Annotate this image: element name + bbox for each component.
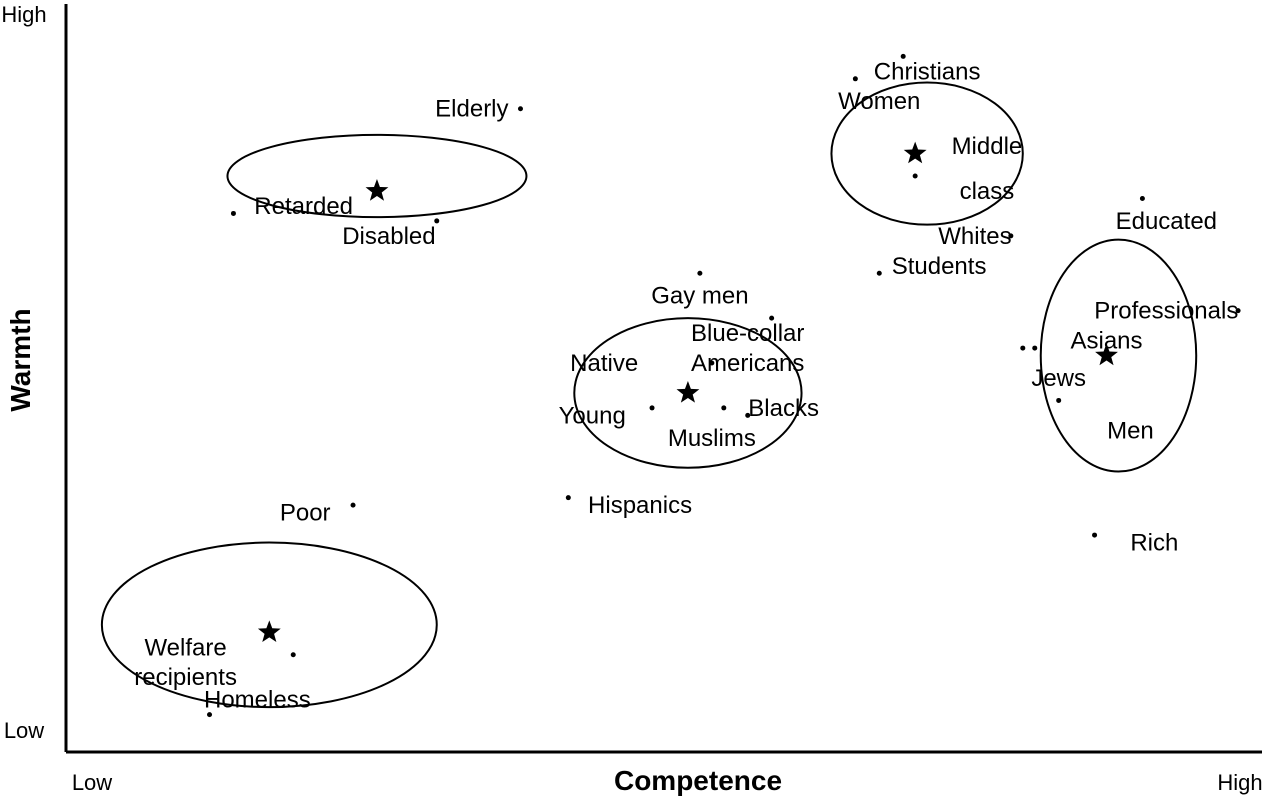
data-point bbox=[1020, 345, 1026, 351]
data-points bbox=[207, 53, 1241, 718]
data-point bbox=[900, 53, 906, 59]
data-point bbox=[1139, 195, 1145, 201]
group-label: Men bbox=[1107, 417, 1154, 444]
group-label: Christians bbox=[874, 58, 981, 85]
group-label: Elderly bbox=[435, 96, 508, 123]
group-label: Whites bbox=[938, 223, 1011, 250]
data-point bbox=[350, 502, 356, 508]
group-label: Poor bbox=[280, 500, 331, 527]
group-label: recipients bbox=[134, 664, 237, 691]
data-point bbox=[290, 652, 296, 658]
cluster-ellipse bbox=[226, 133, 528, 219]
x-low-label: Low bbox=[72, 770, 112, 795]
group-label: Native bbox=[570, 350, 638, 377]
data-point bbox=[852, 76, 858, 82]
cluster-ellipse bbox=[100, 541, 438, 709]
data-point bbox=[230, 210, 236, 216]
x-high-label: High bbox=[1217, 770, 1262, 795]
group-label: Students bbox=[892, 253, 987, 280]
group-label: Welfare bbox=[144, 634, 226, 661]
data-point bbox=[876, 270, 882, 276]
group-label: Jews bbox=[1031, 365, 1086, 392]
data-point bbox=[745, 412, 751, 418]
group-label: Women bbox=[838, 88, 920, 115]
group-label: Asians bbox=[1070, 328, 1142, 355]
group-label: Muslims bbox=[668, 425, 756, 452]
centroid-star bbox=[365, 179, 389, 201]
y-low-label: Low bbox=[4, 718, 44, 743]
data-point bbox=[721, 405, 727, 411]
y-high-label: High bbox=[1, 2, 46, 27]
cluster-ellipse bbox=[573, 317, 803, 469]
data-point bbox=[1008, 233, 1014, 239]
centroid-star bbox=[257, 620, 281, 643]
group-label: Americans bbox=[691, 350, 804, 377]
data-point bbox=[565, 495, 571, 501]
cluster-ellipse bbox=[1039, 238, 1198, 473]
data-point bbox=[649, 405, 655, 411]
centroid-star bbox=[1095, 343, 1118, 366]
group-label: Gay men bbox=[651, 283, 748, 310]
data-point bbox=[1056, 397, 1062, 403]
centroid-star bbox=[903, 141, 927, 164]
y-axis-title: Warmth bbox=[5, 308, 36, 411]
data-point bbox=[1092, 532, 1098, 538]
data-point bbox=[517, 106, 523, 112]
group-label: Rich bbox=[1130, 530, 1178, 557]
data-point bbox=[1032, 345, 1038, 351]
group-label: class bbox=[960, 178, 1015, 205]
group-label: Homeless bbox=[204, 687, 311, 714]
data-point bbox=[912, 173, 918, 179]
data-point bbox=[434, 218, 440, 224]
cluster-centroids bbox=[257, 141, 1118, 643]
group-label: Blue-collar bbox=[691, 320, 804, 347]
data-point bbox=[1235, 308, 1241, 314]
centroid-star bbox=[676, 380, 700, 403]
group-label: Educated bbox=[1116, 208, 1217, 235]
group-label: Middle bbox=[952, 133, 1023, 160]
group-label: Blacks bbox=[748, 395, 819, 422]
group-label: Young bbox=[559, 402, 626, 429]
cluster-ellipses bbox=[100, 81, 1198, 709]
data-point bbox=[697, 270, 703, 276]
group-label: Disabled bbox=[342, 223, 435, 250]
group-label: Professionals bbox=[1094, 298, 1238, 325]
cluster-ellipse bbox=[830, 81, 1024, 226]
x-axis-title: Competence bbox=[614, 765, 782, 796]
data-point bbox=[769, 315, 775, 321]
data-point bbox=[207, 712, 213, 718]
group-label: Hispanics bbox=[588, 492, 692, 519]
data-point bbox=[709, 360, 715, 366]
group-label: Retarded bbox=[254, 193, 353, 220]
